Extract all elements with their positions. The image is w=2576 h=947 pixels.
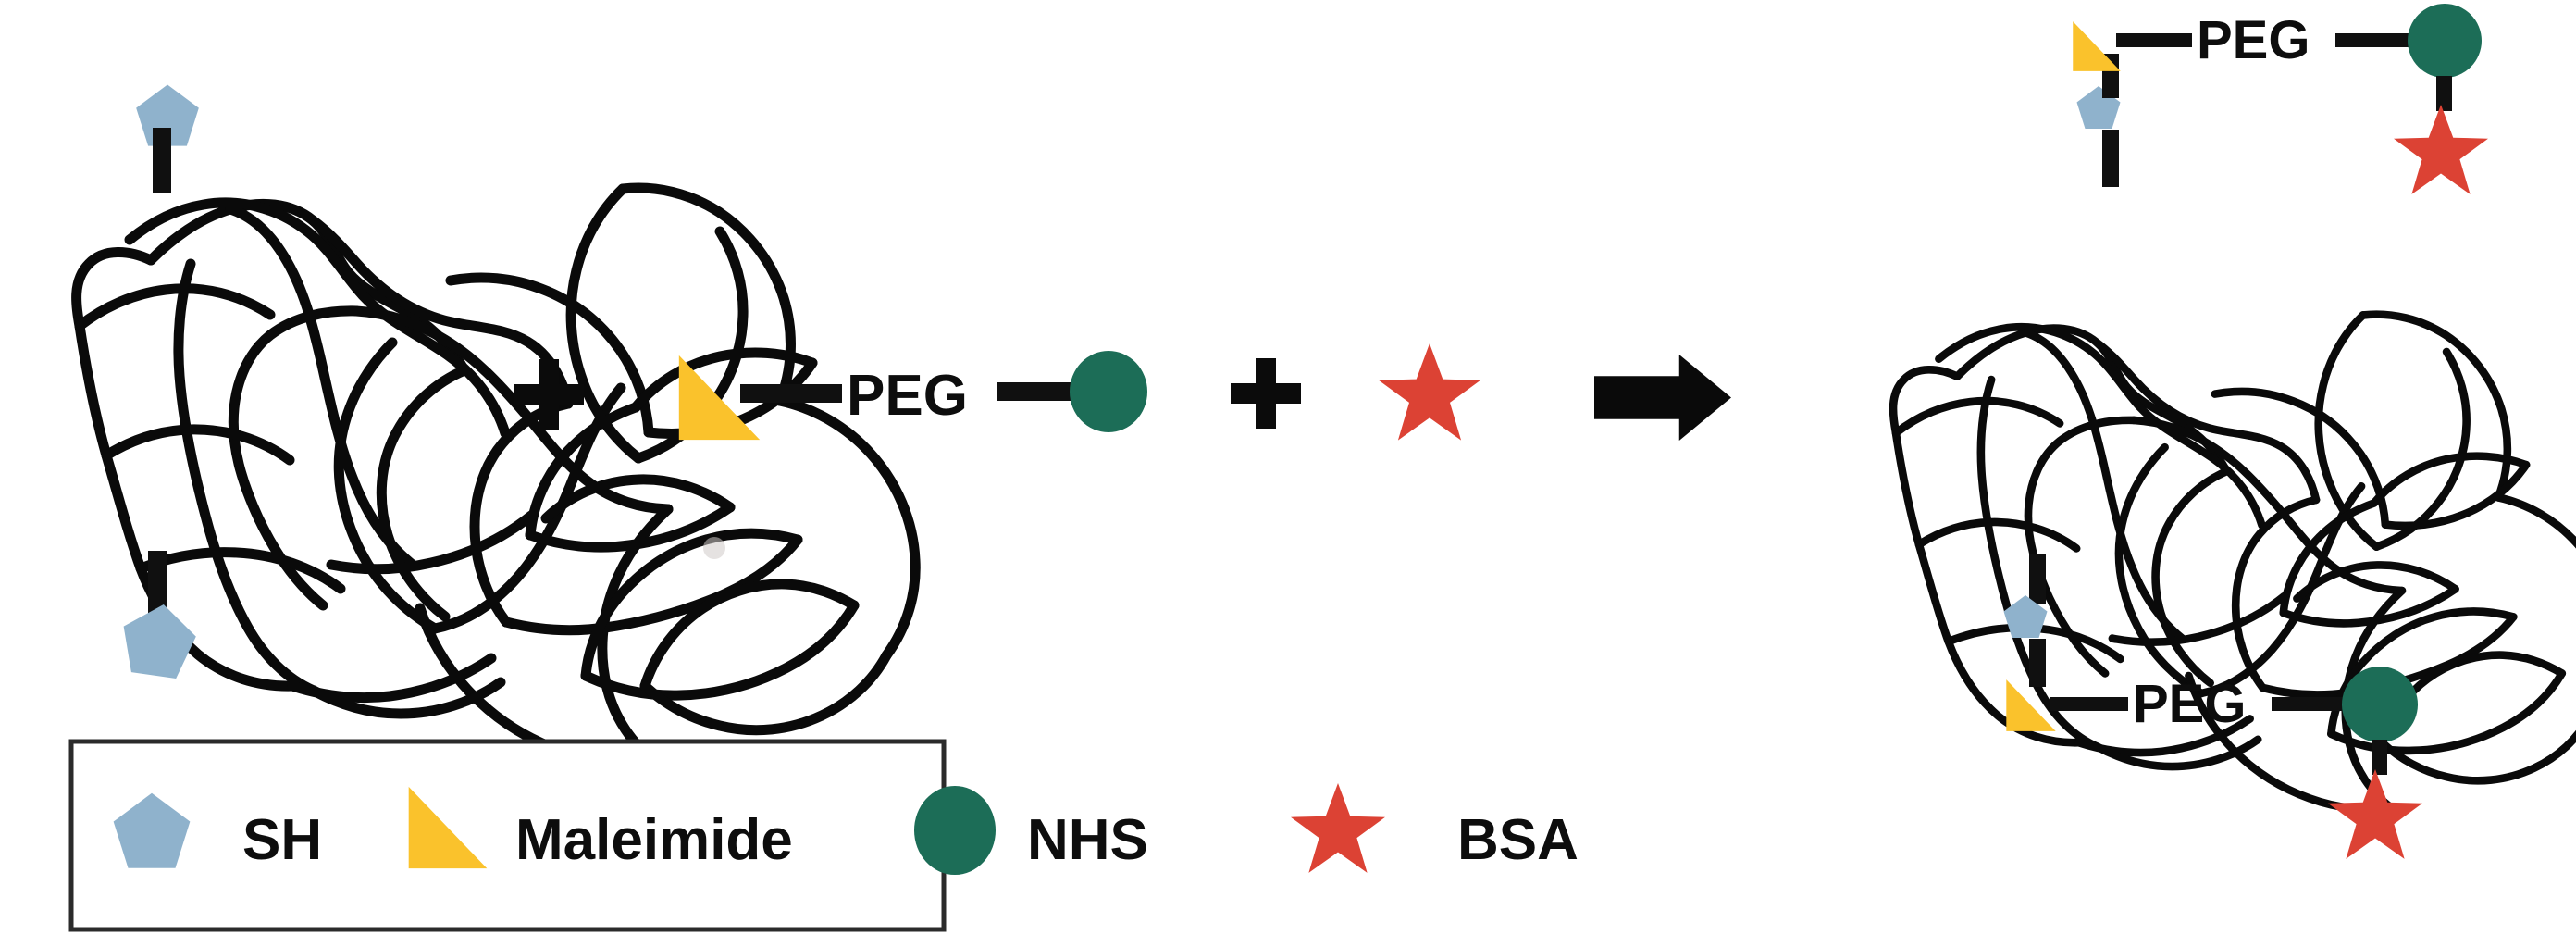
bond-peg-nhs-bottom — [2272, 697, 2353, 711]
peg-label: PEG — [847, 364, 968, 428]
bond-nhs-bsa-top — [2436, 76, 2452, 111]
pentagon-icon — [117, 599, 200, 681]
legend-item-sh: SH — [113, 792, 322, 872]
protein-tangle-icon — [1889, 310, 2576, 814]
peg-label: PEG — [2197, 10, 2310, 70]
bond-nhs-bsa-bottom — [2372, 740, 2387, 775]
plus-operator-1 — [514, 359, 584, 430]
sh-pentagon-top — [136, 84, 199, 193]
legend-item-bsa: BSA — [1291, 783, 1579, 873]
bond-maleimide-peg-top — [2116, 33, 2192, 47]
bond-maleimide-peg — [740, 384, 842, 403]
circle-icon — [1070, 351, 1147, 432]
legend-item-nhs: NHS — [914, 786, 1148, 875]
reactant-protein — [71, 84, 921, 768]
smudge-artifact — [703, 537, 725, 559]
conjugate-top-arm: PEG — [2073, 4, 2488, 194]
peg-label: PEG — [2133, 674, 2247, 734]
reaction-arrow-icon[interactable] — [1594, 355, 1731, 441]
reactant-linker: PEG — [678, 351, 1147, 441]
protein-tangle-icon — [71, 182, 921, 768]
bond-sh-maleimide-bottom — [2029, 639, 2046, 687]
sh-pentagon-bottom — [117, 551, 200, 681]
circle-icon — [2408, 4, 2482, 78]
bond-peg-nhs-top — [2335, 33, 2417, 47]
legend: SH Maleimide NHS BSA — [68, 739, 1579, 932]
legend-label: SH — [242, 808, 322, 872]
triangle-icon — [2073, 21, 2121, 71]
circle-icon — [2342, 667, 2418, 742]
legend-item-maleimide: Maleimide — [408, 786, 793, 872]
star-icon — [2328, 769, 2422, 859]
bond-sh-top-fg — [153, 128, 171, 193]
plus-operator-2 — [1231, 358, 1301, 429]
product-conjugate: PEG PEG — [1889, 4, 2576, 859]
conjugate-bottom-arm: PEG — [2003, 554, 2422, 859]
bond-maleimide-peg-bottom — [2050, 697, 2128, 711]
star-icon — [2394, 105, 2488, 194]
star-icon — [1379, 343, 1480, 441]
legend-label: Maleimide — [515, 808, 793, 872]
legend-label: NHS — [1027, 808, 1148, 872]
legend-label: BSA — [1457, 808, 1579, 872]
star-icon — [1291, 783, 1385, 873]
bond-protein-sh-top — [2102, 130, 2119, 187]
legend-box — [68, 739, 947, 932]
bond-peg-nhs — [997, 382, 1094, 401]
circle-icon — [914, 786, 996, 875]
bond-protein-sh-bottom — [2029, 554, 2046, 604]
